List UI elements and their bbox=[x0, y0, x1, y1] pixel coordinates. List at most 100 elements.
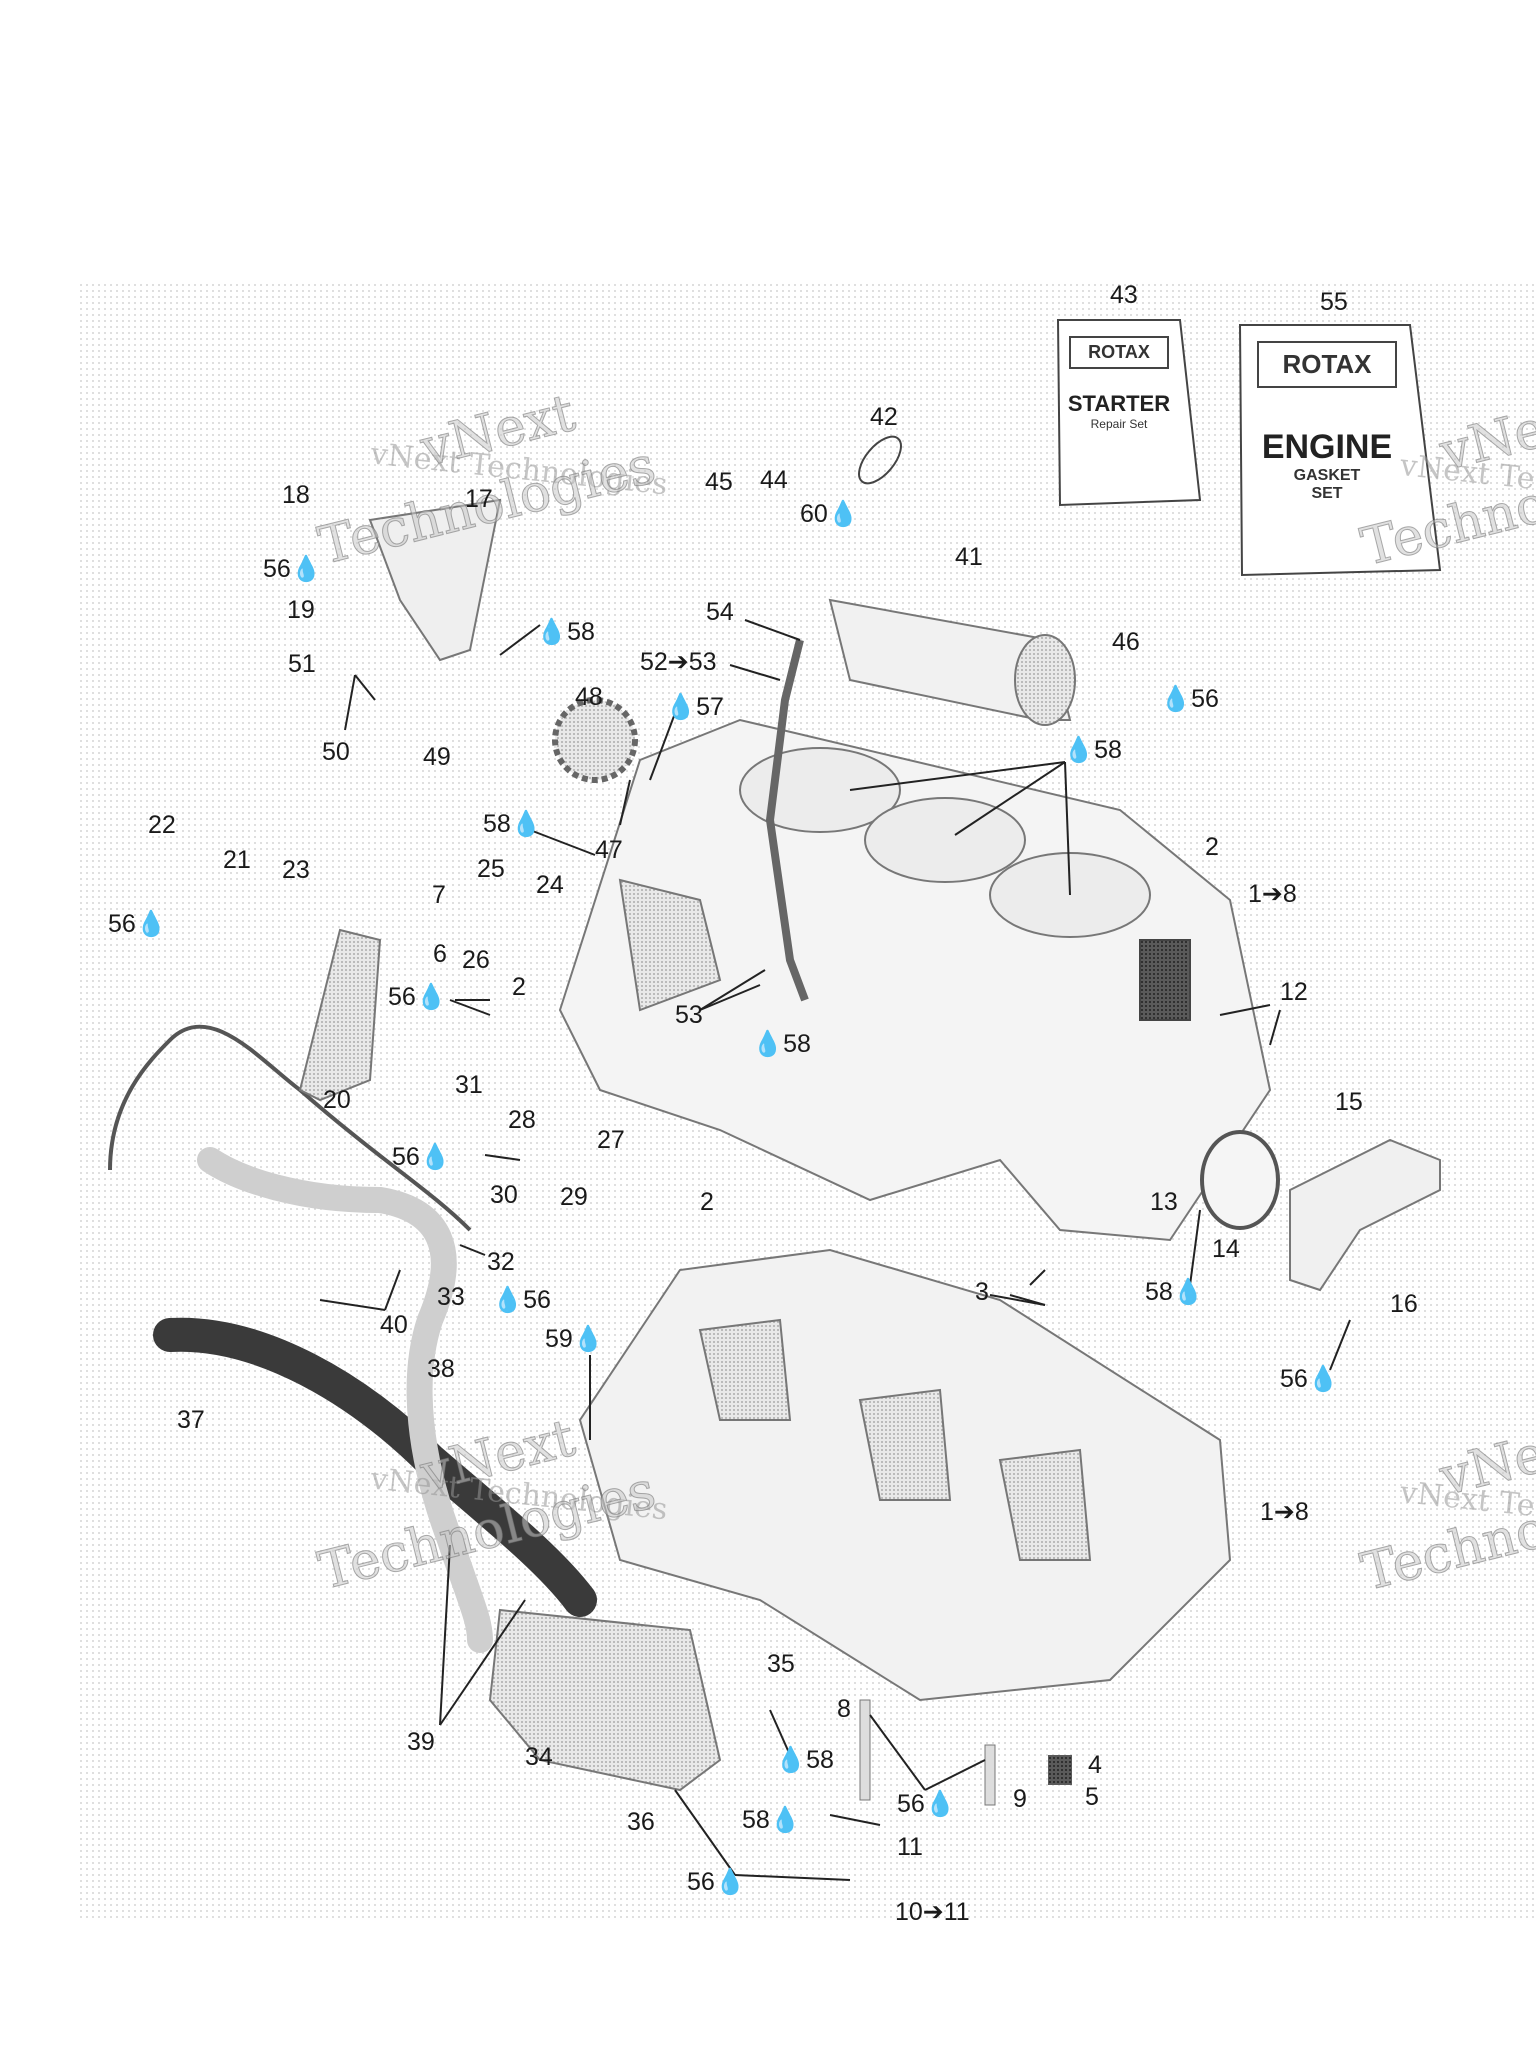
engine-kit-sub1: GASKET bbox=[1293, 467, 1361, 484]
callout: 16 bbox=[1390, 1290, 1418, 1318]
callout: 4 bbox=[1088, 1751, 1102, 1779]
callout: 45 bbox=[705, 468, 733, 496]
engine-kit-name: ENGINE bbox=[1261, 428, 1393, 466]
bracket-17 bbox=[368, 498, 502, 662]
callout: 18 bbox=[282, 481, 310, 509]
callout: 12 bbox=[1280, 978, 1308, 1006]
starter-repair-set-kit: ROTAX STARTER Repair Set bbox=[1058, 322, 1180, 502]
callout: 38 bbox=[427, 1355, 455, 1383]
hose-38 bbox=[197, 1147, 493, 1653]
leader-lines bbox=[319, 619, 1351, 1881]
callout: 💧56 bbox=[1160, 685, 1219, 713]
callout: 22 bbox=[148, 811, 176, 839]
dipstick-tube bbox=[765, 639, 809, 1002]
seal-14 bbox=[1200, 1130, 1280, 1230]
callout: 55 bbox=[1320, 288, 1348, 316]
callout: 💧57 bbox=[665, 693, 724, 721]
callout: 15 bbox=[1335, 1088, 1363, 1116]
callout: 💧58 bbox=[1063, 736, 1122, 764]
callout: 25 bbox=[477, 855, 505, 883]
callout: 54 bbox=[706, 598, 734, 626]
callout: 48 bbox=[575, 683, 603, 711]
callout: 27 bbox=[597, 1126, 625, 1154]
callout: 51 bbox=[288, 650, 316, 678]
callout: 37 bbox=[177, 1406, 205, 1434]
sensor-wire bbox=[108, 1024, 472, 1232]
callout: 43 bbox=[1110, 281, 1138, 309]
callout: 56💧 bbox=[1280, 1365, 1339, 1393]
callout: 56💧 bbox=[108, 910, 167, 938]
bolt-9 bbox=[984, 1744, 996, 1806]
bolt-8 bbox=[859, 1699, 871, 1801]
engine-gasket-set-kit: ROTAX ENGINE GASKET SET bbox=[1242, 327, 1412, 572]
callout: 💧56 bbox=[492, 1286, 551, 1314]
callout: 53 bbox=[675, 1001, 703, 1029]
callout: 13 bbox=[1150, 1188, 1178, 1216]
callout: 23 bbox=[282, 856, 310, 884]
callout: 56💧 bbox=[897, 1790, 956, 1818]
callout: 52➔53 bbox=[640, 648, 717, 676]
callout: 58💧 bbox=[742, 1806, 801, 1834]
callout: 58💧 bbox=[483, 810, 542, 838]
strainer-42 bbox=[858, 435, 902, 485]
callout: 8 bbox=[837, 1695, 851, 1723]
starter-kit-outline bbox=[1056, 319, 1202, 507]
callout: 28 bbox=[508, 1106, 536, 1134]
callout: 💧58 bbox=[752, 1030, 811, 1058]
callout: 56💧 bbox=[392, 1143, 451, 1171]
callout: 24 bbox=[536, 871, 564, 899]
callout: 7 bbox=[432, 881, 446, 909]
starter-kit-name: STARTER bbox=[1067, 391, 1171, 416]
callout: 6 bbox=[433, 940, 447, 968]
callout: 56💧 bbox=[388, 983, 447, 1011]
callout: 11 bbox=[897, 1833, 923, 1861]
gear-48 bbox=[552, 697, 638, 783]
callout: 33 bbox=[437, 1283, 465, 1311]
callout: 34 bbox=[525, 1743, 553, 1771]
callout: 32 bbox=[487, 1248, 515, 1276]
callout: 💧58 bbox=[775, 1746, 834, 1774]
callout: 56💧 bbox=[687, 1868, 746, 1896]
callout: 58💧 bbox=[1145, 1278, 1204, 1306]
callout: 1➔8 bbox=[1248, 880, 1297, 908]
callout: 19 bbox=[287, 596, 315, 624]
engine-kit-sub2: SET bbox=[1311, 485, 1343, 502]
cover-15 bbox=[1289, 1138, 1441, 1292]
callout: 50 bbox=[322, 738, 350, 766]
callout: 49 bbox=[423, 743, 451, 771]
callout: 14 bbox=[1212, 1235, 1240, 1263]
engine-kit-brand: ROTAX bbox=[1257, 341, 1397, 388]
callout: 2 bbox=[700, 1188, 714, 1216]
callout: 29 bbox=[560, 1183, 588, 1211]
starter-motor bbox=[828, 598, 1076, 726]
bracket-20 bbox=[298, 928, 382, 1102]
callout: 31 bbox=[455, 1071, 483, 1099]
callout: 35 bbox=[767, 1650, 795, 1678]
callout: 59💧 bbox=[545, 1325, 604, 1353]
callout: 46 bbox=[1112, 628, 1140, 656]
callout: 17 bbox=[465, 485, 493, 513]
callout: 60💧 bbox=[800, 500, 859, 528]
callout: 44 bbox=[760, 466, 788, 494]
callout: 2 bbox=[512, 973, 526, 1001]
callout: 9 bbox=[1013, 1785, 1027, 1813]
callout: 40 bbox=[380, 1311, 408, 1339]
callout: 3 bbox=[975, 1278, 989, 1306]
callout: 26 bbox=[462, 946, 490, 974]
callout: 39 bbox=[407, 1728, 435, 1756]
callout: 2 bbox=[1205, 833, 1219, 861]
callout: 5 bbox=[1085, 1783, 1099, 1811]
drain-plug bbox=[1048, 1755, 1072, 1785]
callout: 20 bbox=[323, 1086, 351, 1114]
callout: 36 bbox=[627, 1808, 655, 1836]
callout: 1➔8 bbox=[1260, 1498, 1309, 1526]
oil-pump-housing bbox=[488, 1608, 722, 1792]
callout: 30 bbox=[490, 1181, 518, 1209]
lower-crankcase bbox=[578, 1248, 1232, 1702]
upper-crankcase bbox=[558, 718, 1272, 1242]
callout: 21 bbox=[223, 846, 251, 874]
callout: 10➔11 bbox=[895, 1898, 970, 1926]
callout: 56💧 bbox=[263, 555, 322, 583]
callout: 41 bbox=[955, 543, 983, 571]
